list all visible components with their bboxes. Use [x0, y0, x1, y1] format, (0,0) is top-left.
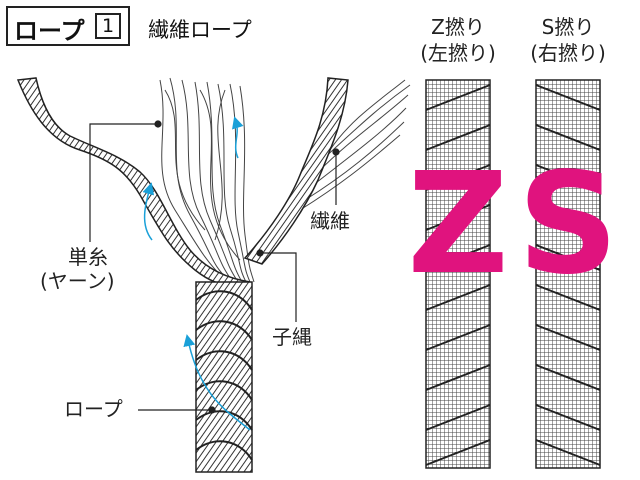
s-twist-name: S撚り: [541, 15, 595, 39]
z-twist-name: Z撚り: [431, 15, 485, 39]
title-box: [6, 6, 130, 46]
label-fiber: 繊維: [310, 209, 350, 233]
title-main: ロープ: [14, 17, 85, 45]
title-number-box: 1: [95, 13, 121, 39]
s-letter: S: [518, 143, 619, 306]
label-rope: ロープ: [64, 397, 123, 421]
label-single-yarn: 単糸: [68, 245, 108, 269]
strand-band: [243, 77, 349, 265]
s-twist-sub: (右撚り): [530, 41, 606, 65]
title-subtitle: 繊維ロープ: [148, 18, 252, 42]
z-letter: Z: [407, 143, 509, 306]
leader-lines: [89, 120, 340, 414]
label-single-yarn-sub: (ヤーン): [40, 269, 115, 293]
twist-arrows: [142, 116, 251, 431]
label-strand: 子縄: [272, 325, 312, 349]
fiber-strands: [159, 77, 411, 283]
yarn-band: [16, 77, 251, 287]
z-rope: Z: [407, 79, 509, 469]
s-rope: S: [518, 79, 619, 469]
z-twist-sub: (左撚り): [420, 41, 496, 65]
main-rope: [195, 281, 253, 473]
